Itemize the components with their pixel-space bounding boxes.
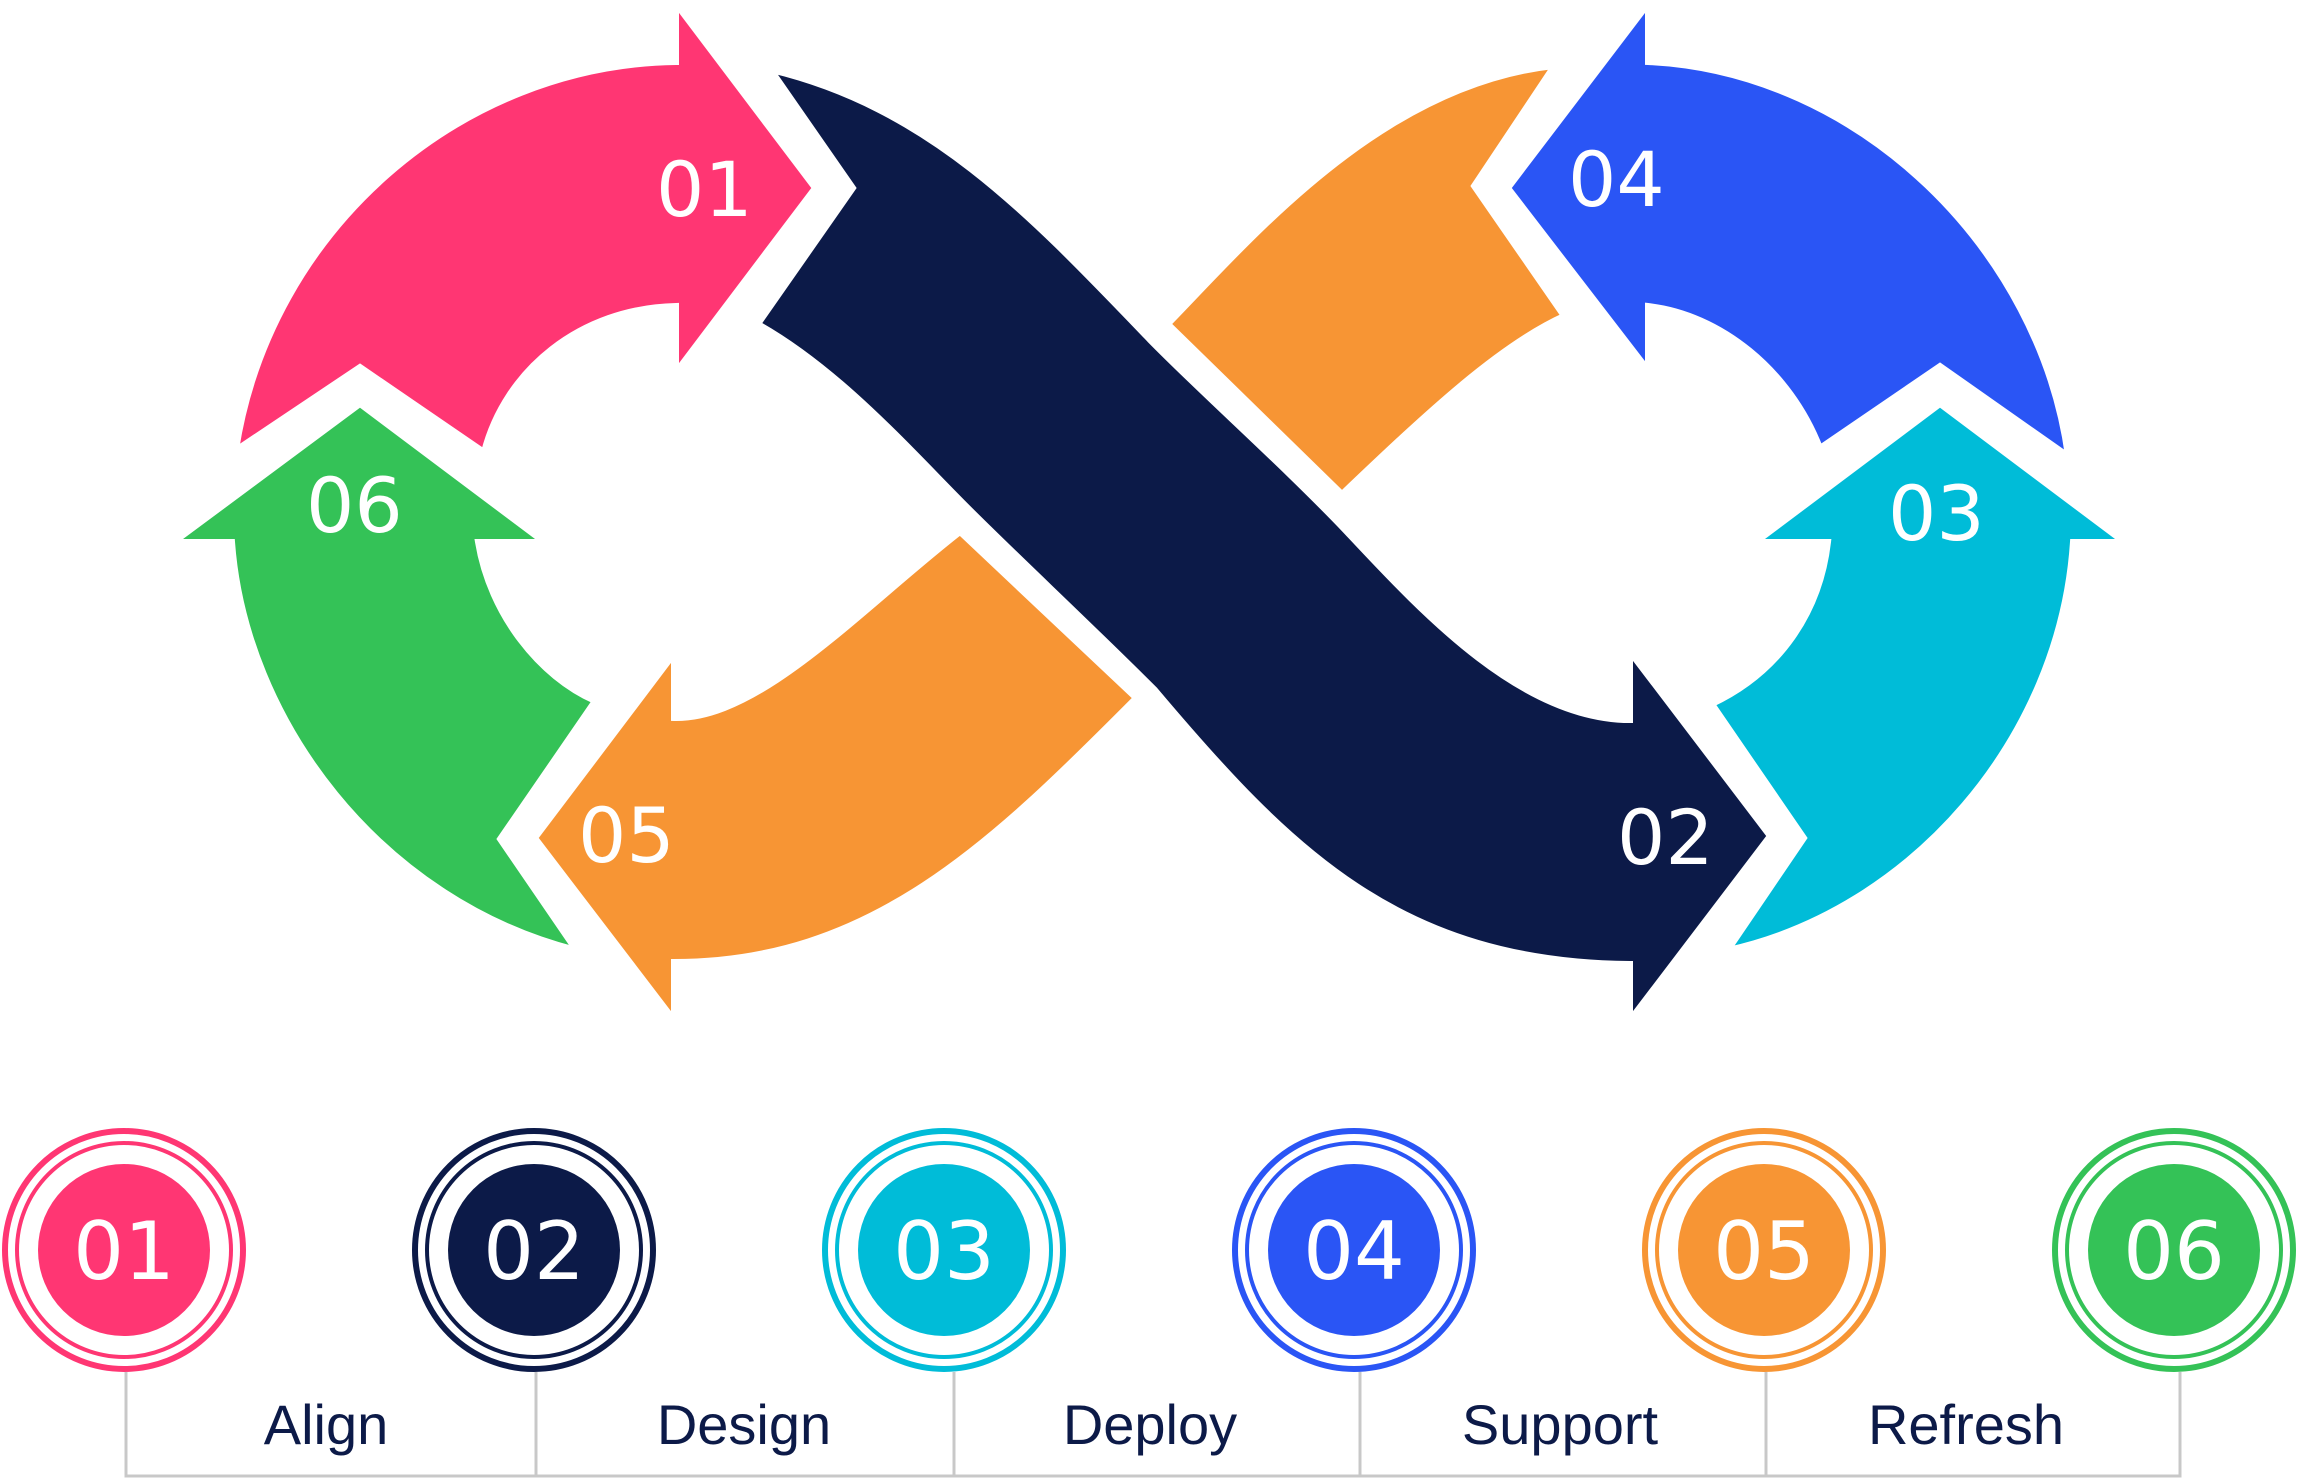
arrow-number-02: 02	[1617, 793, 1714, 882]
badge-02: 02	[412, 1128, 656, 1372]
badge-05-number: 05	[1713, 1205, 1815, 1298]
connector-baseline	[124, 1372, 2182, 1478]
step-label-01: Align	[264, 1393, 389, 1456]
arrow-step-05	[531, 528, 1141, 1029]
badge-02-inner-ring	[425, 1141, 643, 1359]
badge-03-number: 03	[893, 1205, 995, 1298]
badge-06-number: 06	[2123, 1205, 2225, 1298]
badge-02-disc	[448, 1164, 620, 1336]
badge-03-disc	[858, 1164, 1030, 1336]
badge-01-disc	[38, 1164, 210, 1336]
badge-03-inner-ring	[835, 1141, 1053, 1359]
step-badges: 01 02 03 04 05	[2, 1128, 2296, 1372]
badge-01: 01	[2, 1128, 246, 1372]
badge-03: 03	[822, 1128, 1066, 1372]
step-label-03: Deploy	[1063, 1393, 1237, 1456]
arrow-number-04: 04	[1568, 135, 1665, 224]
step-labels: Align Design Deploy Support Refresh	[264, 1393, 2064, 1456]
badge-01-number: 01	[73, 1205, 175, 1298]
badge-04-disc	[1268, 1164, 1440, 1336]
arrow-number-06: 06	[306, 461, 403, 550]
connector-bracket	[124, 1372, 2182, 1478]
arrow-step-05-tail	[1163, 62, 1569, 499]
step-label-05: Refresh	[1868, 1393, 2064, 1456]
arrow-step-06	[164, 400, 600, 955]
badge-04: 04	[1232, 1128, 1476, 1372]
arrow-step-01	[231, 0, 819, 457]
badge-05-inner-ring	[1655, 1141, 1873, 1359]
arrow-number-03: 03	[1888, 469, 1985, 558]
step-label-02: Design	[657, 1393, 831, 1456]
badge-06-inner-ring	[2065, 1141, 2283, 1359]
badge-04-inner-ring	[1245, 1141, 1463, 1359]
arrow-step-04	[1504, 0, 2072, 463]
badge-01-inner-ring	[15, 1141, 233, 1359]
badge-04-number: 04	[1303, 1205, 1405, 1298]
badge-05: 05	[1642, 1128, 1886, 1372]
arrow-number-01: 01	[656, 145, 753, 234]
arrow-step-03	[1707, 400, 2133, 955]
infinity-loop: 01 02 03 04 05 06	[164, 0, 2133, 1029]
badge-06-disc	[2088, 1164, 2260, 1336]
badge-02-number: 02	[483, 1205, 585, 1298]
badge-05-disc	[1678, 1164, 1850, 1336]
step-label-04: Support	[1462, 1393, 1659, 1456]
arrow-number-05: 05	[578, 791, 675, 880]
badge-06: 06	[2052, 1128, 2296, 1372]
arrow-step-02	[753, 65, 1774, 1029]
